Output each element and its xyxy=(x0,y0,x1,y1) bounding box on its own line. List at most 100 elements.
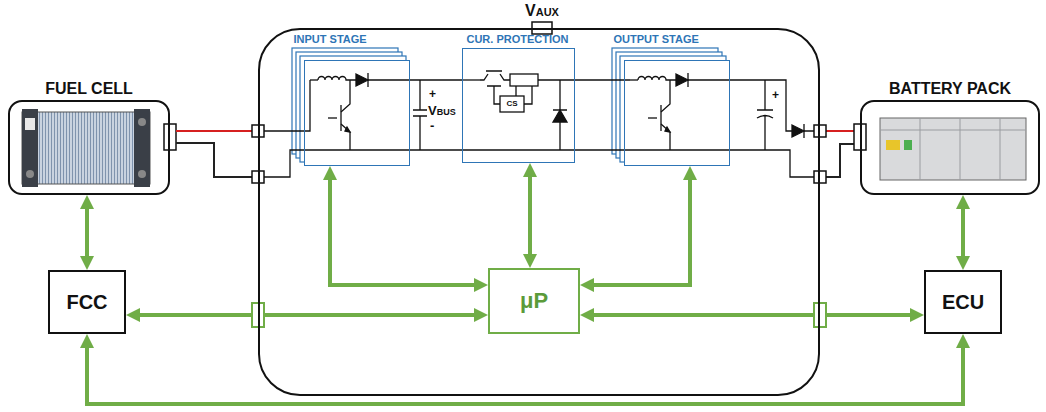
node-label: FCC xyxy=(66,291,107,314)
boost-converter-symbol xyxy=(345,127,350,132)
node-heading: INPUT STAGE xyxy=(294,33,367,45)
signal-arrow xyxy=(132,313,482,317)
fuel-cell-picture xyxy=(138,118,146,126)
current-protection-symbol xyxy=(510,74,538,86)
power-terminal xyxy=(252,22,826,183)
boost-converter-symbol xyxy=(310,73,410,150)
signal-arrow xyxy=(85,201,89,264)
battery-picture xyxy=(880,118,1026,180)
battery-picture xyxy=(886,140,900,150)
boost-converter-symbol xyxy=(630,73,730,150)
fuel-cell-connector xyxy=(164,124,176,150)
circuit-wire xyxy=(575,79,630,80)
node-label: ECU xyxy=(942,291,984,314)
power-wire xyxy=(826,130,854,132)
polarity-sign: - xyxy=(430,118,434,133)
converter-housing: INPUT STAGE CUR. PROTECTION OUTPUT STAGE μP… xyxy=(258,28,820,396)
power-terminal xyxy=(814,171,826,183)
node-heading: OUTPUT STAGE xyxy=(614,33,699,45)
power-wire xyxy=(176,143,252,177)
output-diode-symbol xyxy=(730,80,814,177)
node-heading: FUEL CELL xyxy=(10,80,168,98)
node-label: μP xyxy=(520,288,548,314)
fuel-cell-picture xyxy=(22,112,150,184)
signal-arrow xyxy=(528,169,532,262)
stage-box: OUTPUT STAGE xyxy=(624,60,730,166)
battery-picture xyxy=(880,118,1026,180)
boost-converter-symbol xyxy=(356,74,368,86)
signal-arrow xyxy=(961,201,965,264)
fuel-cell-box: FUEL CELL xyxy=(8,100,170,195)
boost-converter-symbol xyxy=(310,79,318,80)
current-protection-symbol xyxy=(553,110,567,150)
battery-picture xyxy=(904,140,912,150)
polarity-sign: + xyxy=(772,88,779,102)
signal-port xyxy=(814,303,826,327)
battery-pack-box: BATTERY PACK xyxy=(860,100,1040,195)
capacitor-symbol xyxy=(413,80,773,150)
sense-label: CS xyxy=(506,99,517,108)
current-protection-symbol xyxy=(480,71,575,150)
circuit-wire xyxy=(304,149,462,150)
fuel-cell-picture xyxy=(22,109,150,187)
signal-arrow xyxy=(330,172,482,285)
node-heading: CUR. PROTECTION xyxy=(466,33,568,45)
circuit-wire xyxy=(264,130,304,131)
node-heading: BATTERY PACK xyxy=(862,80,1038,98)
fuel-cell-picture xyxy=(26,170,34,178)
circuit-wire xyxy=(264,150,304,177)
power-wire xyxy=(176,131,854,177)
control-unit-box: ECU xyxy=(924,270,1002,334)
circuit-wire xyxy=(462,149,624,150)
controller-box: μP xyxy=(488,268,580,334)
output-diode-symbol xyxy=(765,80,792,131)
node-heading: VAUX xyxy=(525,2,559,20)
current-protection-symbol xyxy=(553,110,567,122)
boost-converter-symbol xyxy=(630,73,730,150)
fuel-cell-picture xyxy=(25,118,35,130)
fuel-cell-connector xyxy=(164,124,176,150)
power-wire xyxy=(176,130,252,132)
output-diode-symbol xyxy=(792,125,804,137)
circuit-wire xyxy=(462,79,480,80)
circuit-wire xyxy=(410,79,462,80)
boost-converter-symbol xyxy=(318,77,356,81)
fuel-cell-picture xyxy=(138,170,146,178)
boost-converter-symbol xyxy=(328,117,337,118)
signal-arrow xyxy=(586,313,918,317)
stage-stack xyxy=(292,48,730,166)
signal-arrow xyxy=(586,172,690,285)
fuel-cell-picture xyxy=(22,109,38,187)
boost-converter-symbol xyxy=(341,124,350,150)
output-diode-symbol xyxy=(730,150,814,177)
power-terminal xyxy=(814,125,826,137)
fuel-cell-picture xyxy=(134,109,150,187)
current-protection-symbol xyxy=(559,80,560,110)
current-protection-symbol xyxy=(516,86,532,104)
battery-picture xyxy=(880,118,1026,180)
stage-stack xyxy=(624,60,730,166)
boost-converter-symbol xyxy=(341,80,350,112)
stage-box: INPUT STAGE xyxy=(304,60,410,166)
capacitor-symbol xyxy=(413,80,427,150)
control-unit-box: FCC xyxy=(48,270,126,334)
boost-converter-symbol xyxy=(340,105,341,131)
current-protection-symbol xyxy=(480,71,510,80)
power-wire xyxy=(826,144,854,177)
current-protection-symbol xyxy=(538,79,575,80)
polarity-sign: + xyxy=(429,87,436,101)
stage-box: CUR. PROTECTION xyxy=(462,48,575,163)
current-protection-symbol xyxy=(487,86,501,104)
boost-converter-symbol xyxy=(368,73,410,87)
circuit-wire xyxy=(730,79,765,80)
output-diode-symbol xyxy=(804,124,814,138)
circuit-wire xyxy=(624,149,730,150)
voltage-label: VBUS xyxy=(428,104,456,118)
current-protection-symbol xyxy=(500,96,524,112)
